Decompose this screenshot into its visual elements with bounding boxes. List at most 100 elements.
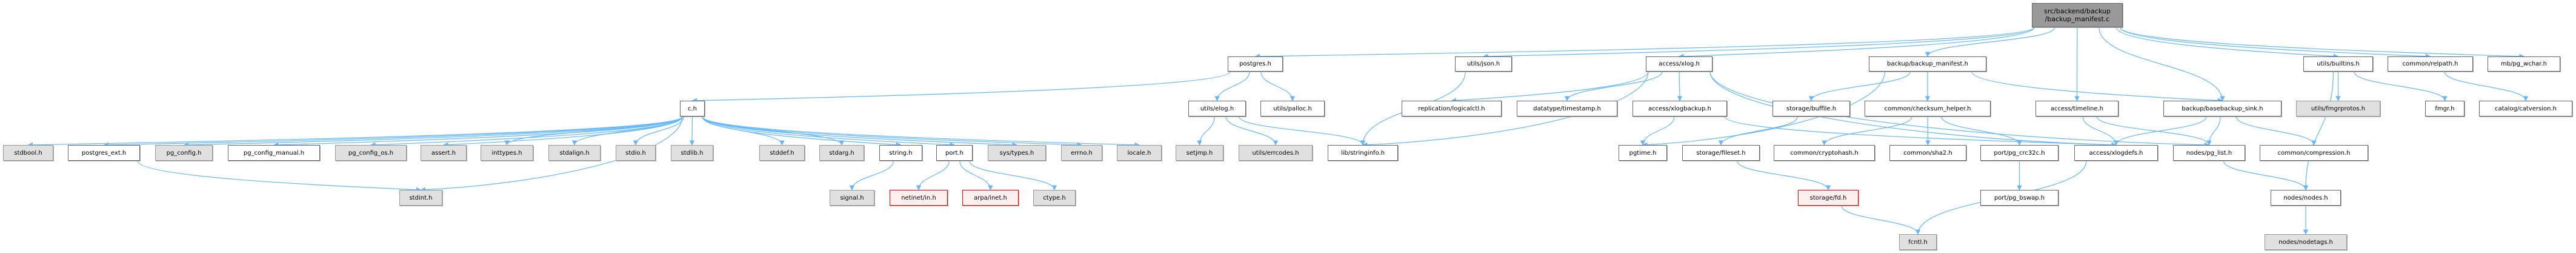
node-pgmanual[interactable]: pg_config_manual.h xyxy=(228,145,320,161)
node-pgconfig[interactable]: pg_config.h xyxy=(155,145,213,161)
edge-postgres-to-elog xyxy=(1214,71,1250,101)
node-signal[interactable]: signal.h xyxy=(830,190,874,206)
node-assert[interactable]: assert.h xyxy=(421,145,467,161)
node-relpath[interactable]: common/relpath.h xyxy=(2388,56,2473,72)
node-setjmp[interactable]: setjmp.h xyxy=(1176,145,1223,161)
node-timestamp[interactable]: datatype/timestamp.h xyxy=(1517,101,1617,116)
edge-xlog-to-stringinfo xyxy=(1362,71,1649,147)
edge-postgres-to-palloc xyxy=(1260,71,1296,101)
edge-xlog-to-xlogdefs xyxy=(1709,71,2117,147)
edge-elog-to-errcodes xyxy=(1225,116,1279,146)
edge-c-to-stdbool xyxy=(27,116,683,148)
edge-xlog-to-timestamp xyxy=(1564,71,1663,101)
node-crc32c[interactable]: port/pg_crc32c.h xyxy=(1980,145,2058,161)
node-netinet[interactable]: netinet/in.h xyxy=(890,190,948,206)
edge-buffile-to-fileset xyxy=(1718,116,1799,146)
node-bswap[interactable]: port/pg_bswap.h xyxy=(1980,190,2058,206)
edge-c-to-locale xyxy=(702,116,1140,147)
edge-bman-to-bbsink xyxy=(1971,71,2223,103)
node-builtins[interactable]: utils/builtins.h xyxy=(2303,56,2373,72)
edge-pglist-to-nodes xyxy=(2223,160,2309,191)
edge-c-to-stdarg xyxy=(702,116,845,146)
edge-timeline-to-pglist xyxy=(2096,116,2212,146)
node-bman[interactable]: backup/backup_manifest.h xyxy=(1869,56,1986,72)
node-stdarg[interactable]: stdarg.h xyxy=(819,145,864,161)
node-catversion[interactable]: catalog/catversion.h xyxy=(2479,101,2572,116)
node-pglist[interactable]: nodes/pg_list.h xyxy=(2173,145,2245,161)
edge-c-to-inttypes xyxy=(504,116,683,146)
node-string[interactable]: string.h xyxy=(879,145,922,161)
edge-fileset-to-fd xyxy=(1736,160,1831,191)
node-systypes[interactable]: sys/types.h xyxy=(988,145,1046,161)
edge-port-to-ctype xyxy=(969,160,1057,191)
edge-bbsink-to-xlogdefs xyxy=(2113,116,2207,146)
node-arpa[interactable]: arpa/inet.h xyxy=(962,190,1019,206)
node-palloc[interactable]: utils/palloc.h xyxy=(1260,101,1325,116)
edge-c-to-errno xyxy=(702,116,1082,147)
node-nodes[interactable]: nodes/nodes.h xyxy=(2271,190,2341,206)
node-errcodes[interactable]: utils/errcodes.h xyxy=(1239,145,1313,161)
node-sha2[interactable]: common/sha2.h xyxy=(1889,145,1966,161)
node-fcntl[interactable]: fcntl.h xyxy=(1899,234,1937,250)
node-stdbool[interactable]: stdbool.h xyxy=(3,145,53,161)
node-xlogdefs[interactable]: access/xlogdefs.h xyxy=(2074,145,2158,161)
node-timeline[interactable]: access/timeline.h xyxy=(2035,101,2118,116)
node-cryptohash[interactable]: common/cryptohash.h xyxy=(1774,145,1875,161)
node-logicalctl[interactable]: replication/logicalctl.h xyxy=(1402,101,1502,116)
node-stdint[interactable]: stdint.h xyxy=(399,190,442,206)
node-fileset[interactable]: storage/fileset.h xyxy=(1682,145,1760,161)
edge-main-to-json xyxy=(1483,27,2035,59)
node-inttypes[interactable]: inttypes.h xyxy=(481,145,533,161)
edge-string-to-signal xyxy=(849,160,894,191)
node-pgext[interactable]: postgres_ext.h xyxy=(68,145,140,161)
edge-c-to-stdint xyxy=(420,116,683,192)
node-stddef[interactable]: stddef.h xyxy=(759,145,805,161)
node-wchar[interactable]: mb/pg_wchar.h xyxy=(2488,56,2560,72)
edge-c-to-stdalign xyxy=(571,116,683,146)
node-buffile[interactable]: storage/buffile.h xyxy=(1772,101,1850,116)
node-xlog[interactable]: access/xlog.h xyxy=(1646,56,1712,72)
node-stdio[interactable]: stdio.h xyxy=(616,145,656,161)
edge-postgres-to-c xyxy=(691,71,1231,104)
node-xlogbackup[interactable]: access/xlogbackup.h xyxy=(1632,101,1727,116)
node-elog[interactable]: utils/elog.h xyxy=(1188,101,1246,116)
node-locale[interactable]: locale.h xyxy=(1117,145,1162,161)
node-pgos[interactable]: pg_config_os.h xyxy=(335,145,407,161)
node-main[interactable]: src/backend/backup /backup_manifest.c xyxy=(2032,3,2123,27)
node-fmgr[interactable]: fmgr.h xyxy=(2425,101,2465,116)
edge-builtins-to-fmgr xyxy=(2354,71,2448,101)
edge-fd-to-fcntl xyxy=(1841,205,1921,235)
node-stdalign[interactable]: stdalign.h xyxy=(548,145,601,161)
edge-c-to-pgext xyxy=(103,116,683,148)
edge-c-to-pgos xyxy=(370,116,683,147)
node-json[interactable]: utils/json.h xyxy=(1455,56,1512,72)
node-fmgrprotos[interactable]: utils/fmgrprotos.h xyxy=(2296,101,2380,116)
edge-c-to-port xyxy=(702,116,955,147)
edge-checksum-to-cryptohash xyxy=(1822,116,1913,146)
edge-port-to-netinet xyxy=(916,160,950,191)
edge-elog-to-setjmp xyxy=(1197,116,1215,146)
edge-main-to-xlog xyxy=(1679,27,2035,59)
edge-xlog-to-xlogbackup xyxy=(1677,71,1683,101)
edge-c-to-pgconfig xyxy=(183,116,683,148)
node-port[interactable]: port.h xyxy=(936,145,973,161)
node-c[interactable]: c.h xyxy=(680,101,705,116)
node-compression[interactable]: common/compression.h xyxy=(2260,145,2368,161)
edge-bbsink-to-compression xyxy=(2235,116,2317,146)
node-checksum[interactable]: common/checksum_helper.h xyxy=(1865,101,1991,116)
edge-relpath-to-catversion xyxy=(2444,71,2529,101)
edge-xlogbackup-to-pgtime xyxy=(1640,116,1675,146)
edge-main-to-postgres xyxy=(1254,27,2035,59)
node-pgtime[interactable]: pgtime.h xyxy=(1619,145,1667,161)
node-stdlib[interactable]: stdlib.h xyxy=(671,145,713,161)
edge-c-to-systypes xyxy=(702,116,1017,147)
node-ctype[interactable]: ctype.h xyxy=(1033,190,1076,206)
node-fd[interactable]: storage/fd.h xyxy=(1798,190,1859,206)
node-errno[interactable]: errno.h xyxy=(1061,145,1102,161)
node-nodetags[interactable]: nodes/nodetags.h xyxy=(2265,234,2347,250)
node-bbsink[interactable]: backup/basebackup_sink.h xyxy=(2163,101,2281,116)
node-stringinfo[interactable]: lib/stringinfo.h xyxy=(1328,145,1398,161)
node-postgres[interactable]: postgres.h xyxy=(1228,56,1283,72)
